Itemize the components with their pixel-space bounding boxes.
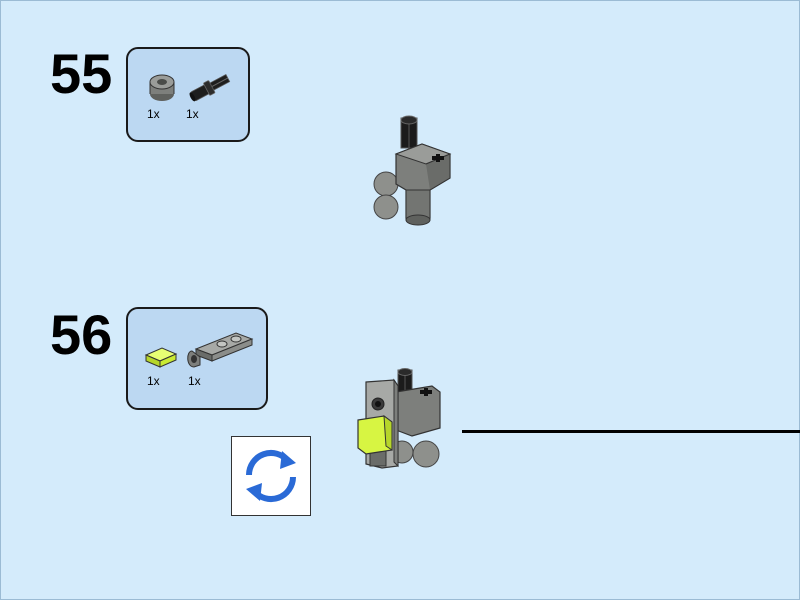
black-axle-pin-icon	[189, 74, 231, 102]
part-qty: 1x	[147, 107, 160, 121]
gray-bush-icon	[149, 74, 175, 101]
rotate-indicator	[231, 436, 311, 516]
step-number-56: 56	[50, 303, 113, 366]
callout-line	[462, 430, 800, 433]
lime-tile-icon	[144, 347, 178, 368]
model-step-56	[357, 368, 441, 469]
part-qty: 1x	[147, 374, 160, 388]
step-number-55: 55	[50, 42, 113, 105]
gray-plate-clip-icon	[187, 332, 254, 368]
rotate-arrows-icon	[245, 449, 297, 503]
part-qty: 1x	[186, 107, 199, 121]
parts-list-step-56: 1x 1x	[126, 307, 268, 410]
model-step-55	[373, 115, 452, 226]
part-qty: 1x	[188, 374, 201, 388]
parts-list-step-55: 1x 1x	[126, 47, 250, 142]
